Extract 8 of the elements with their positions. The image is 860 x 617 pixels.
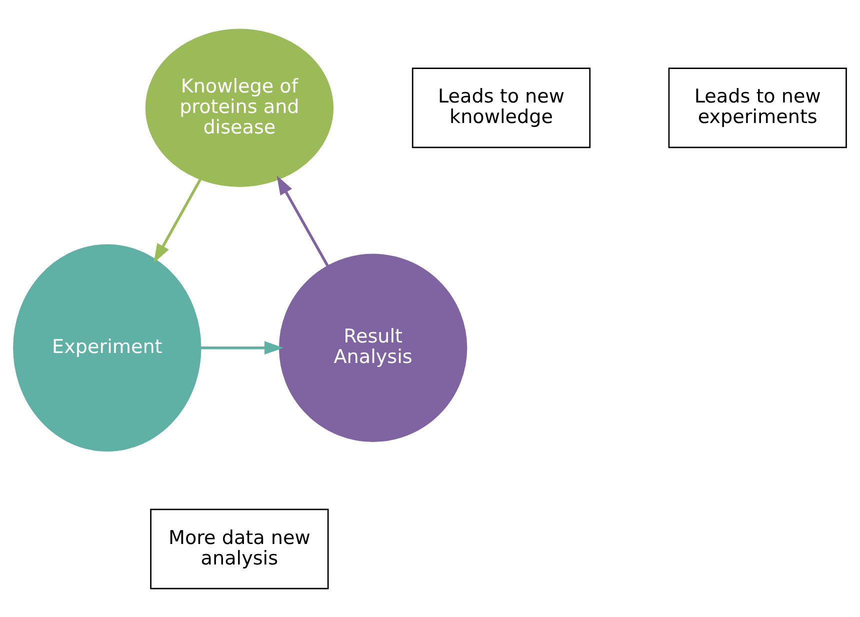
- node-ellipse: Knowlege of proteins and disease: [145, 28, 334, 186]
- node-box: Leads to new knowledge: [412, 67, 591, 148]
- node-box: Leads to new experiments: [668, 67, 847, 148]
- node-circle: Result Analysis: [278, 253, 468, 442]
- node-box: More data new analysis: [150, 508, 329, 589]
- arrow: [276, 175, 329, 266]
- arrow: [154, 178, 202, 263]
- arrow: [200, 340, 284, 354]
